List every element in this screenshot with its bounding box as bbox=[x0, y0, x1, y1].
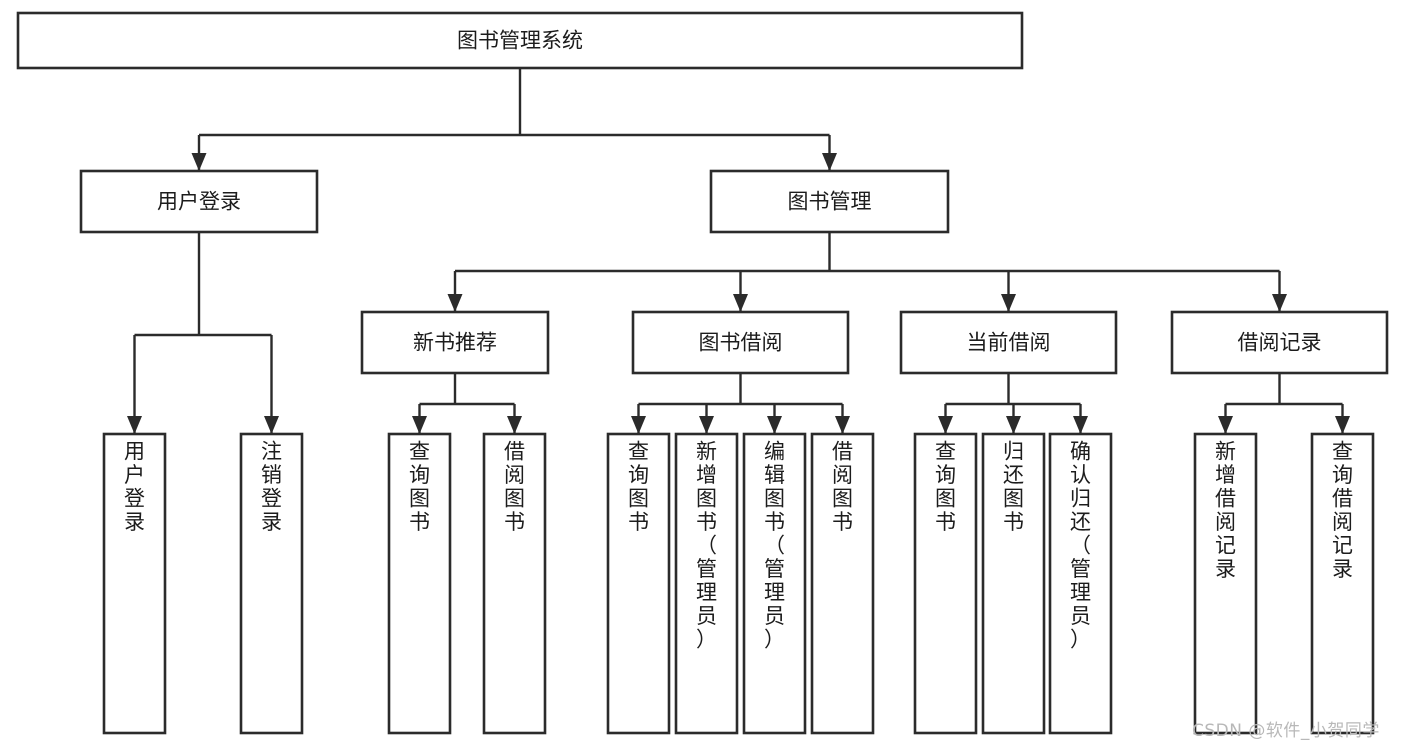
node-label: 注销登录 bbox=[261, 440, 282, 535]
node-label: 用户登录 bbox=[124, 440, 145, 535]
arrow-head-icon-book-manage bbox=[822, 153, 837, 171]
node-box[interactable] bbox=[360, 310, 550, 375]
arrow-head-icon-leaf-user-login bbox=[127, 416, 142, 434]
node-box[interactable] bbox=[810, 432, 875, 735]
arrow-head-icon-leaf-borrow-book-1 bbox=[507, 416, 522, 434]
arrow-head-icon-borrow-record bbox=[1272, 294, 1287, 312]
arrow-head-icon-leaf-confirm-return bbox=[1073, 416, 1088, 434]
arrow-head-icon-leaf-query-book-3 bbox=[938, 416, 953, 434]
node-box[interactable] bbox=[239, 432, 304, 735]
node-leaf-add-book[interactable]: 新增图书（管理员） bbox=[674, 432, 739, 735]
node-label: 新书推荐 bbox=[413, 331, 497, 355]
node-leaf-confirm-return[interactable]: 确认归还（管理员） bbox=[1048, 432, 1113, 735]
node-box[interactable] bbox=[606, 432, 671, 735]
node-label: 归还图书 bbox=[1003, 440, 1024, 535]
node-borrow-record[interactable]: 借阅记录 bbox=[1170, 310, 1389, 375]
arrow-head-icon-leaf-borrow-book-2 bbox=[835, 416, 850, 434]
node-label: 查询图书 bbox=[628, 440, 649, 535]
arrow-head-icon-leaf-query-book-1 bbox=[412, 416, 427, 434]
node-label: 当前借阅 bbox=[967, 331, 1051, 355]
node-box[interactable] bbox=[482, 432, 547, 735]
node-leaf-query-book-3[interactable]: 查询图书 bbox=[913, 432, 978, 735]
arrow-head-icon-current-borrow bbox=[1001, 294, 1016, 312]
arrow-head-icon-leaf-query-book-2 bbox=[631, 416, 646, 434]
node-label: 确认归还（管理员） bbox=[1070, 440, 1091, 652]
node-label: 借阅记录 bbox=[1238, 331, 1322, 355]
node-leaf-query-book-2[interactable]: 查询图书 bbox=[606, 432, 671, 735]
node-leaf-borrow-book-1[interactable]: 借阅图书 bbox=[482, 432, 547, 735]
node-leaf-edit-book[interactable]: 编辑图书（管理员） bbox=[742, 432, 807, 735]
arrow-head-icon-leaf-add-record bbox=[1218, 416, 1233, 434]
node-box[interactable] bbox=[631, 310, 850, 375]
node-box[interactable] bbox=[913, 432, 978, 735]
node-label: 用户登录 bbox=[157, 190, 241, 214]
arrow-head-icon-new-book-recommend bbox=[447, 294, 463, 312]
node-box[interactable] bbox=[16, 11, 1024, 70]
arrow-head-icon-leaf-add-book bbox=[699, 416, 714, 434]
node-box[interactable] bbox=[1048, 432, 1113, 735]
node-leaf-user-login[interactable]: 用户登录 bbox=[102, 432, 167, 735]
node-current-borrow[interactable]: 当前借阅 bbox=[899, 310, 1118, 375]
csdn-watermark: CSDN @软件_小贺同学 bbox=[1192, 721, 1380, 741]
node-label: 查询图书 bbox=[935, 440, 956, 535]
node-boxes-layer: 图书管理系统用户登录图书管理新书推荐图书借阅当前借阅借阅记录用户登录注销登录查询… bbox=[16, 11, 1389, 735]
node-leaf-query-record[interactable]: 查询借阅记录 bbox=[1310, 432, 1375, 735]
node-new-book-recommend[interactable]: 新书推荐 bbox=[360, 310, 550, 375]
arrow-head-icon-leaf-edit-book bbox=[767, 416, 782, 434]
node-leaf-user-logout[interactable]: 注销登录 bbox=[239, 432, 304, 735]
node-box[interactable] bbox=[1193, 432, 1258, 735]
node-box[interactable] bbox=[102, 432, 167, 735]
node-label: 新增借阅记录 bbox=[1215, 440, 1236, 582]
node-leaf-query-book-1[interactable]: 查询图书 bbox=[387, 432, 452, 735]
arrow-head-icon-book-borrow bbox=[733, 294, 748, 312]
node-box[interactable] bbox=[1170, 310, 1389, 375]
node-label: 图书管理 bbox=[788, 190, 872, 214]
node-user-login[interactable]: 用户登录 bbox=[79, 169, 319, 234]
connectors-layer bbox=[127, 68, 1350, 434]
node-label: 查询图书 bbox=[409, 440, 430, 535]
node-leaf-return-book[interactable]: 归还图书 bbox=[981, 432, 1046, 735]
node-root[interactable]: 图书管理系统 bbox=[16, 11, 1024, 70]
node-box[interactable] bbox=[674, 432, 739, 735]
node-label: 图书借阅 bbox=[699, 331, 783, 355]
node-label: 借阅图书 bbox=[504, 440, 525, 535]
node-label: 编辑图书（管理员） bbox=[764, 440, 785, 652]
arrow-head-icon-leaf-user-logout bbox=[264, 416, 279, 434]
arrow-head-icon-leaf-return-book bbox=[1006, 416, 1021, 434]
node-label: 借阅图书 bbox=[832, 440, 853, 535]
node-label: 新增图书（管理员） bbox=[696, 440, 717, 652]
node-book-borrow[interactable]: 图书借阅 bbox=[631, 310, 850, 375]
node-box[interactable] bbox=[742, 432, 807, 735]
node-label: 图书管理系统 bbox=[457, 29, 583, 53]
node-box[interactable] bbox=[899, 310, 1118, 375]
node-box[interactable] bbox=[1310, 432, 1375, 735]
node-leaf-borrow-book-2[interactable]: 借阅图书 bbox=[810, 432, 875, 735]
node-box[interactable] bbox=[709, 169, 950, 234]
node-leaf-add-record[interactable]: 新增借阅记录 bbox=[1193, 432, 1258, 735]
arrow-head-icon-leaf-query-record bbox=[1335, 416, 1350, 434]
node-label: 查询借阅记录 bbox=[1332, 440, 1353, 582]
arrow-head-icon-user-login bbox=[191, 153, 207, 171]
node-box[interactable] bbox=[387, 432, 452, 735]
node-box[interactable] bbox=[981, 432, 1046, 735]
node-box[interactable] bbox=[79, 169, 319, 234]
node-book-manage[interactable]: 图书管理 bbox=[709, 169, 950, 234]
